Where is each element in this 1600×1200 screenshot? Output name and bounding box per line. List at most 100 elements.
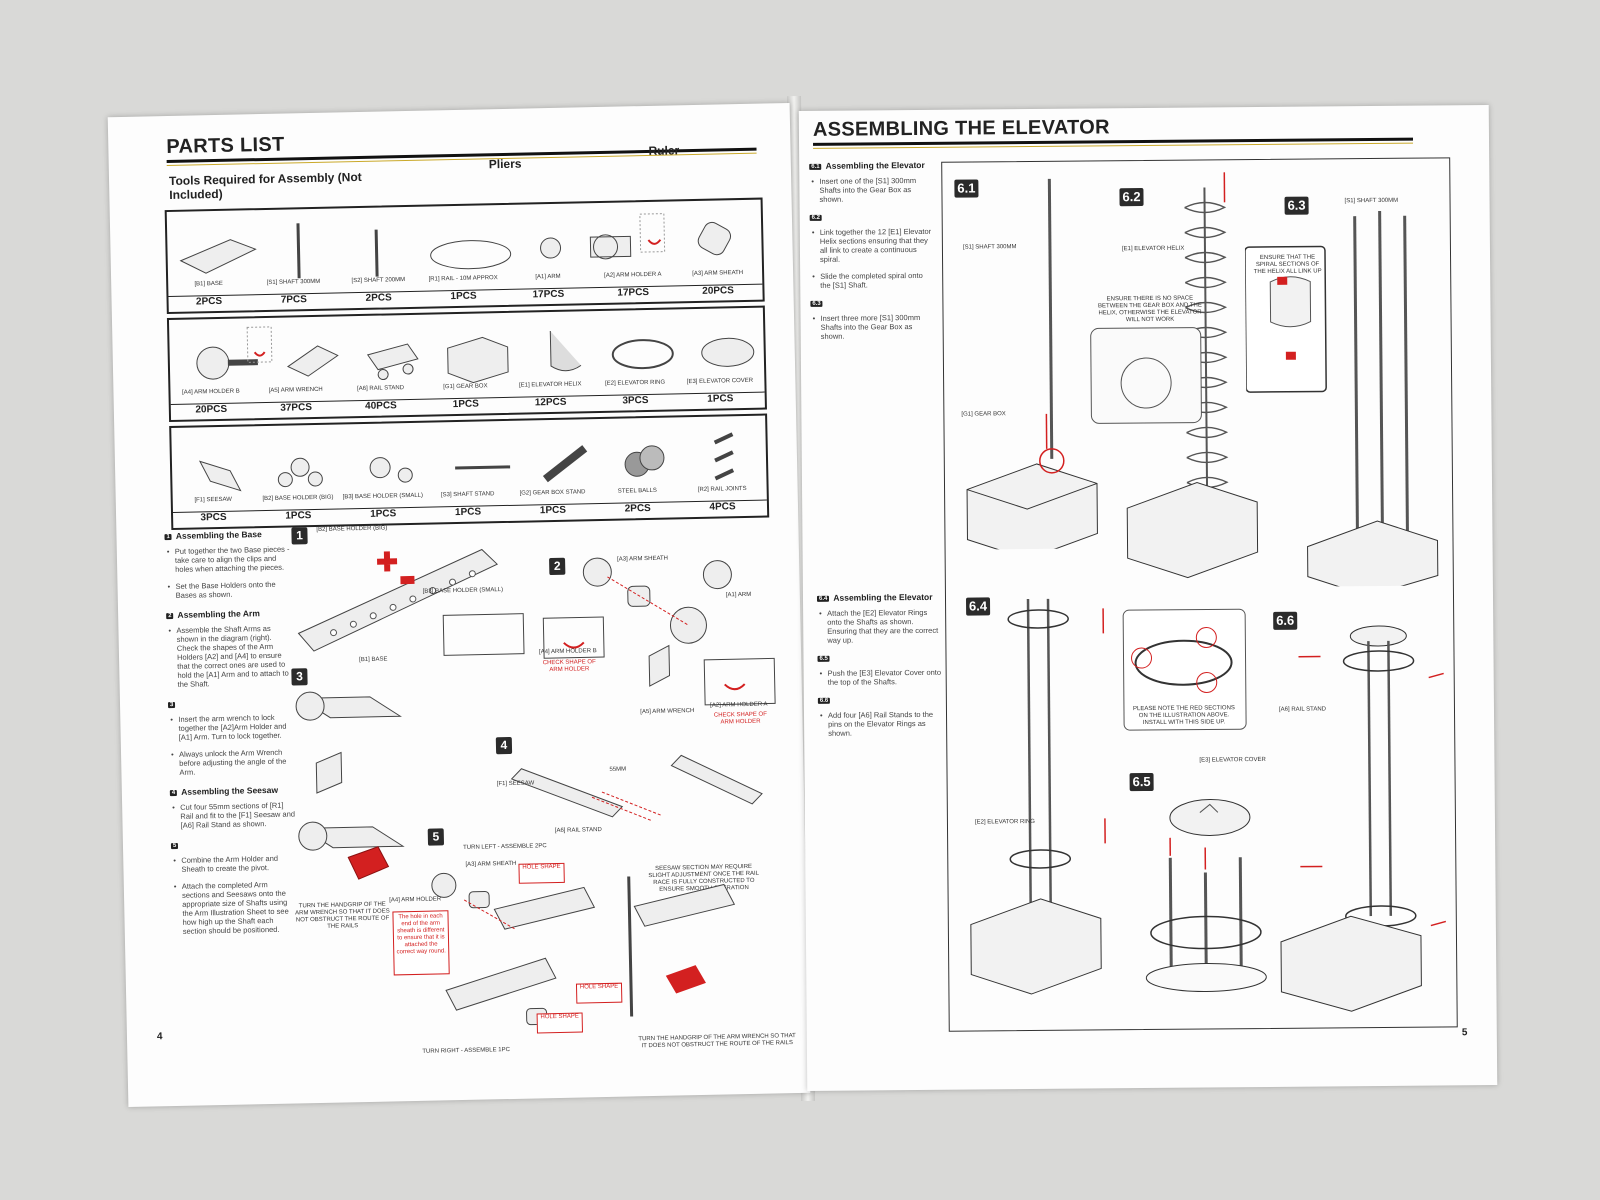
parts-row-1-illustrations — [179, 213, 732, 279]
label-rail-stand: [A6] RAIL STAND — [554, 827, 602, 835]
part-quantity: 2PCS — [365, 292, 392, 304]
part-quantity: 1PCS — [707, 393, 734, 405]
part-quantity: 2PCS — [195, 295, 223, 308]
badge: 6.2 — [809, 214, 823, 221]
hole-shape-box: HOLE SHAPE — [536, 1012, 583, 1034]
parts-list-title: PARTS LIST — [166, 133, 285, 159]
label-arm-wrench: [A5] ARM WRENCH — [640, 708, 695, 716]
label-arm-sheath: [A3] ARM SHEATH — [617, 555, 669, 563]
instr-item: Attach the [E2] Elevator Rings onto the … — [817, 608, 942, 645]
instr-item: Insert three more [S1] 300mm Shafts into… — [811, 313, 936, 341]
badge: 6.5 — [817, 655, 830, 662]
step-4-diagram — [510, 754, 763, 822]
elevator-cover-icon — [701, 337, 755, 367]
shaft-200-icon — [374, 229, 379, 277]
steel-ball-icon — [639, 445, 665, 471]
page-number-left: 4 — [156, 1031, 163, 1043]
instr-item: Put together the two Base pieces - take … — [165, 545, 291, 575]
instr-heading: Assembling the Arm — [177, 608, 260, 620]
rail-coil-icon — [430, 240, 512, 270]
tool-pliers: Pliers — [488, 156, 522, 172]
part-quantity: 7PCS — [280, 294, 308, 306]
part-quantity: 37PCS — [280, 402, 313, 414]
instr-item: Link together the 12 [E1] Elevator Helix… — [810, 227, 935, 264]
arm-wrench-icon — [286, 345, 339, 377]
instr-item: Add four [A6] Rail Stands to the pins on… — [818, 710, 943, 738]
base-holder-big-icon — [290, 457, 310, 477]
label-elevator-ring: [E2] ELEVATOR RING — [974, 818, 1036, 826]
arm-holder-b-icon — [196, 346, 230, 380]
instr-item: Combine the Arm Holder and Sheath to cre… — [171, 853, 296, 874]
step-6-5-diagram — [1145, 798, 1267, 993]
base-part-icon — [179, 239, 257, 274]
instr-item: Insert the arm wrench to lock together t… — [168, 712, 294, 742]
label-arm-holder-a: [A2] ARM HOLDER A — [710, 701, 768, 709]
instr-heading: Assembling the Seesaw — [181, 784, 279, 797]
step-5-diagram — [431, 872, 736, 1026]
instr-item: Set the Base Holders onto the Bases as s… — [165, 580, 290, 601]
part-quantity: 3PCS — [622, 394, 649, 407]
badge: 1 — [164, 533, 172, 540]
label-base: [B1] BASE — [359, 656, 388, 664]
part-quantity: 1PCS — [370, 508, 397, 520]
badge: 6.3 — [810, 300, 823, 307]
label-spiral-link: ENSURE THAT THE SPIRAL SECTIONS OF THE H… — [1253, 254, 1322, 276]
elevator-helix-icon — [549, 331, 582, 372]
part-quantity: 3PCS — [200, 511, 227, 524]
instr-item: Assemble the Shaft Arms as shown in the … — [166, 624, 292, 690]
step-6-2-diagram — [1090, 172, 1259, 579]
rail-stand-icon — [366, 343, 419, 371]
label-shaft-300-b: [S1] SHAFT 300mm — [1344, 197, 1399, 205]
label-seesaw: [F1] SEESAW — [496, 780, 535, 788]
part-quantity: 1PCS — [454, 506, 482, 519]
label-turn-handgrip: TURN THE HANDGRIP OF THE ARM WRENCH SO T… — [295, 901, 390, 930]
part-quantity: 20PCS — [702, 285, 734, 297]
shaft-stand-icon — [455, 465, 511, 470]
badge: 5 — [170, 842, 179, 849]
badge: 4 — [169, 789, 178, 796]
label-arm-sheath-5: [A3] ARM SHEATH — [465, 860, 517, 868]
instr-item: Cut four 55mm sections of [R1] Rail and … — [170, 800, 296, 830]
label-shaft-300: [S1] SHAFT 300mm — [962, 244, 1017, 251]
label-55mm: 55mm — [609, 766, 627, 773]
hole-shape-box: HOLE SHAPE — [575, 982, 623, 1004]
arm-holder-a-detail-box — [639, 213, 666, 253]
step-6-3-diagram — [1244, 210, 1439, 588]
part-quantity: 2PCS — [624, 502, 651, 515]
ring-detail-diagram — [1122, 608, 1247, 731]
label-red-sections: PLEASE NOTE THE RED SECTIONS ON THE ILLU… — [1132, 705, 1235, 727]
instr-item: Always unlock the Arm Wrench before adju… — [169, 747, 295, 777]
tool-ruler: Ruler — [648, 143, 680, 158]
part-quantity: 1PCS — [539, 504, 567, 517]
instr-item: Slide the completed spiral onto the [S1]… — [810, 271, 935, 290]
label-arm-holder-b: [A4] ARM HOLDER B — [538, 648, 597, 656]
parts-row-3-illustrations — [198, 432, 735, 492]
part-quantity: 12PCS — [534, 396, 567, 409]
parts-row-2-illustrations — [196, 326, 755, 384]
part-quantity: 1PCS — [450, 290, 477, 303]
step-6-1-diagram — [966, 178, 1098, 550]
gear-box-stand-icon — [542, 445, 588, 483]
label-elevator-helix: [E1] ELEVATOR HELIX — [1121, 245, 1185, 253]
step-3-diagram — [295, 691, 405, 880]
label-arm: [A1] ARM — [725, 591, 752, 599]
instr-heading: Assembling the Base — [175, 529, 262, 541]
instr-item: Push the [E3] Elevator Cover onto the to… — [818, 668, 943, 687]
label-check-shape-b: CHECK SHAPE OF ARM HOLDER — [542, 659, 596, 674]
arm-holder-a-icon — [589, 235, 632, 258]
instr-arm-wrench: 3 Insert the arm wrench to lock together… — [167, 696, 295, 777]
step-1-diagram — [297, 548, 525, 656]
badge: 6.1 — [809, 163, 822, 170]
gear-box-icon — [447, 336, 509, 384]
part-quantity: 20PCS — [195, 403, 228, 416]
badge: 6.4 — [816, 595, 830, 602]
step-6-4-diagram — [970, 598, 1106, 995]
page-number-right: 5 — [1461, 1027, 1468, 1039]
label-no-space: ENSURE THERE IS NO SPACE BETWEEN THE GEA… — [1098, 295, 1202, 324]
